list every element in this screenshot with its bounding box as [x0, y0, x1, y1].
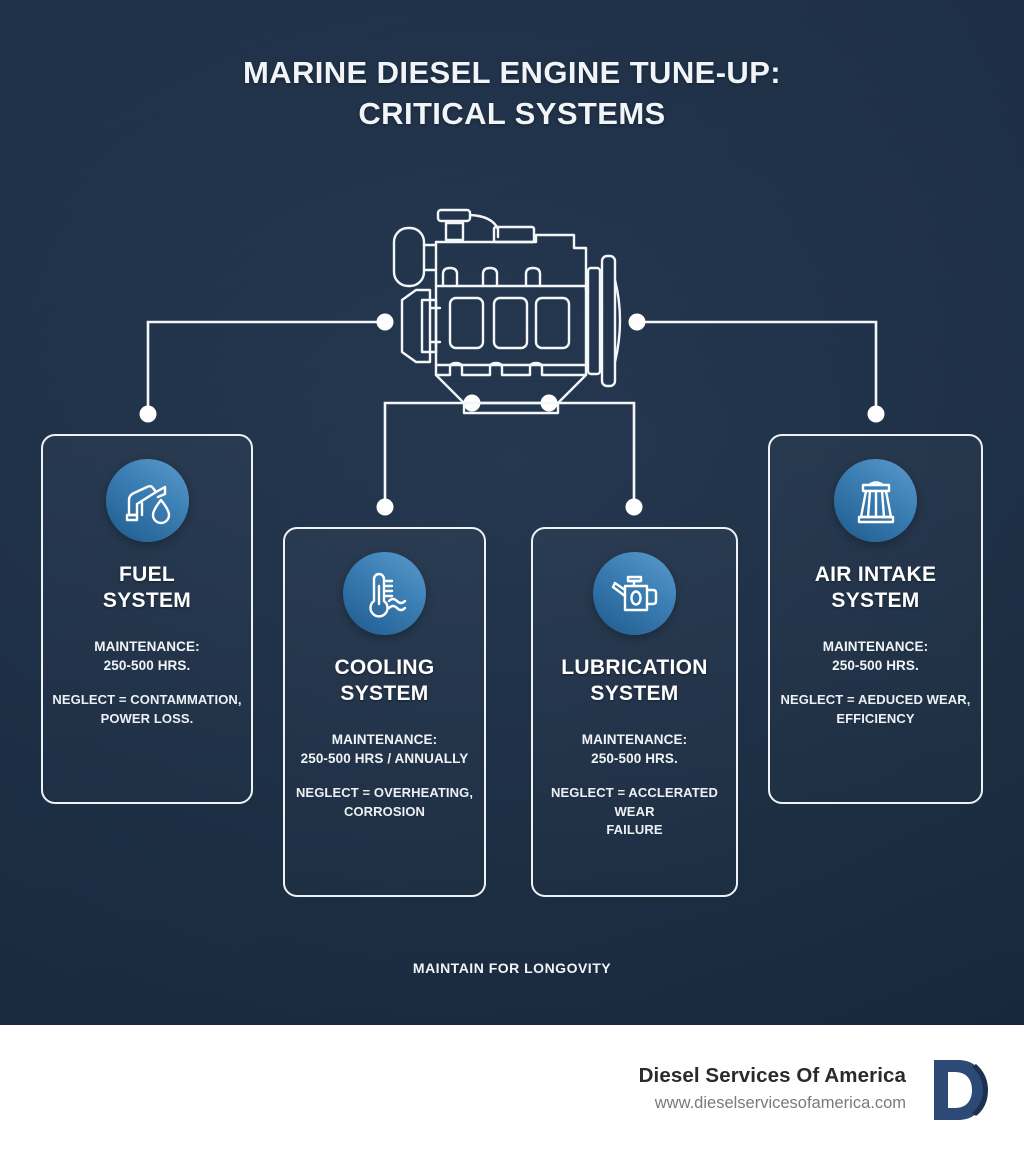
- neglect-line-1: NEGLECT = AEDUCED WEAR,: [780, 692, 971, 708]
- card-neglect-fuel: NEGLECT = CONTAMMATION, POWER LOSS.: [48, 691, 245, 728]
- card-maintenance-lubrication: MAINTENANCE: 250-500 HRS.: [574, 730, 695, 768]
- oil-can-icon: [593, 552, 676, 635]
- node-engine-left: [376, 313, 394, 331]
- brand-name: Diesel Services Of America: [638, 1064, 906, 1088]
- maintenance-value: 250-500 HRS.: [832, 658, 919, 674]
- card-maintenance-fuel: MAINTENANCE: 250-500 HRS.: [86, 637, 207, 675]
- card-title-lubrication: LUBRICATION SYSTEM: [561, 655, 707, 708]
- neglect-line-2: FAILURE: [606, 822, 663, 838]
- card-lubrication-system[interactable]: LUBRICATION SYSTEM MAINTENANCE: 250-500 …: [531, 527, 738, 897]
- maintenance-label: MAINTENANCE:: [822, 638, 929, 654]
- engine-illustration: [392, 208, 622, 415]
- thermometer-water-icon: [343, 552, 426, 635]
- card-title-line-2: SYSTEM: [102, 589, 192, 613]
- card-neglect-air-intake: NEGLECT = AEDUCED WEAR, EFFICIENCY: [777, 691, 975, 728]
- node-lubrication: [625, 498, 643, 516]
- card-title-cooling: COOLING SYSTEM: [334, 655, 434, 708]
- neglect-line-2: POWER LOSS.: [100, 710, 194, 726]
- card-title-line-2: SYSTEM: [831, 589, 920, 613]
- neglect-line-2: CORROSION: [343, 803, 426, 819]
- card-title-line-2: SYSTEM: [590, 682, 679, 706]
- card-title-line-1: AIR INTAKE: [814, 563, 937, 586]
- card-neglect-cooling: NEGLECT = OVERHEATING, CORROSION: [292, 784, 477, 821]
- node-fuel: [139, 405, 157, 423]
- neglect-line-1: NEGLECT = OVERHEATING,: [295, 785, 474, 801]
- connector-path-cooling: [383, 401, 474, 509]
- card-title-line-2: SYSTEM: [340, 682, 429, 706]
- maintenance-label: MAINTENANCE:: [94, 638, 200, 654]
- connector-path-fuel: [146, 320, 387, 416]
- card-title-line-1: FUEL: [118, 563, 176, 586]
- neglect-line-1: NEGLECT = ACCLERATED WEAR: [550, 785, 719, 819]
- card-cooling-system[interactable]: COOLING SYSTEM MAINTENANCE: 250-500 HRS …: [283, 527, 486, 897]
- neglect-line-1: NEGLECT = CONTAMMATION,: [52, 692, 242, 708]
- maintenance-label: MAINTENANCE:: [581, 731, 688, 747]
- connector-path-air-intake: [635, 320, 878, 416]
- maintenance-label: MAINTENANCE:: [331, 731, 438, 747]
- footer-text-block: Diesel Services Of America www.dieselser…: [639, 1063, 906, 1116]
- card-air-intake-system[interactable]: AIR INTAKE SYSTEM MAINTENANCE: 250-500 H…: [768, 434, 983, 804]
- card-fuel-system[interactable]: FUEL SYSTEM MAINTENANCE: 250-500 HRS. NE…: [41, 434, 253, 804]
- page-title: MARINE DIESEL ENGINE TUNE-UP: CRITICAL S…: [0, 52, 1024, 134]
- company-logo-icon: [928, 1056, 990, 1124]
- tagline: MAINTAIN FOR LONGOVITY: [412, 960, 612, 976]
- website-url[interactable]: www.dieselservicesofamerica.com: [654, 1093, 906, 1112]
- maintenance-value: 250-500 HRS / ANNUALLY: [300, 751, 469, 767]
- card-title-fuel: FUEL SYSTEM: [103, 562, 191, 615]
- card-neglect-lubrication: NEGLECT = ACCLERATED WEAR FAILURE: [533, 784, 736, 839]
- fuel-nozzle-icon: [105, 459, 189, 542]
- card-maintenance-air-intake: MAINTENANCE: 250-500 HRS.: [815, 637, 936, 675]
- maintenance-value: 250-500 HRS.: [103, 658, 191, 674]
- connector-path-lubrication: [547, 401, 636, 509]
- maintenance-value: 250-500 HRS.: [591, 751, 678, 767]
- air-filter-icon: [834, 459, 917, 542]
- footer: Diesel Services Of America www.dieselser…: [0, 1025, 1024, 1154]
- card-maintenance-cooling: MAINTENANCE: 250-500 HRS / ANNUALLY: [293, 730, 477, 768]
- main-panel: MARINE DIESEL ENGINE TUNE-UP: CRITICAL S…: [0, 0, 1024, 1025]
- card-title-air-intake: AIR INTAKE SYSTEM: [815, 562, 937, 615]
- node-air-intake: [867, 405, 885, 423]
- card-title-line-1: LUBRICATION: [561, 656, 708, 679]
- node-cooling: [376, 498, 394, 516]
- title-line-1: MARINE DIESEL ENGINE TUNE-UP:: [242, 55, 782, 90]
- title-line-2: CRITICAL SYSTEMS: [358, 96, 666, 132]
- node-engine-right: [628, 313, 646, 331]
- card-title-line-1: COOLING: [334, 656, 435, 679]
- neglect-line-2: EFFICIENCY: [836, 710, 915, 726]
